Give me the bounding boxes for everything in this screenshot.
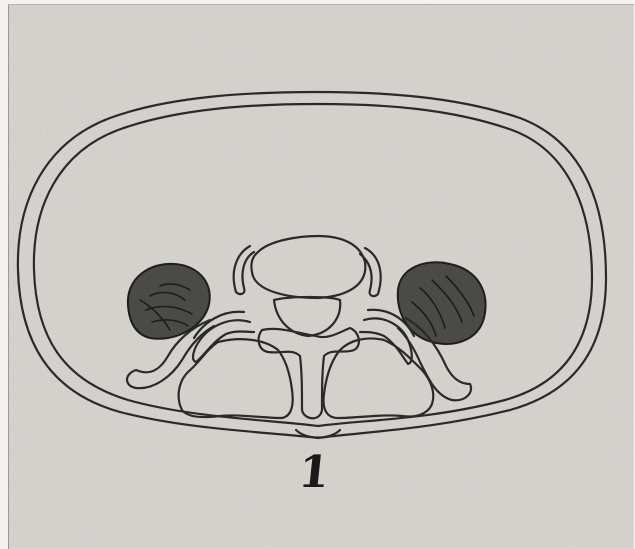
figure-number: 1 bbox=[291, 448, 336, 498]
